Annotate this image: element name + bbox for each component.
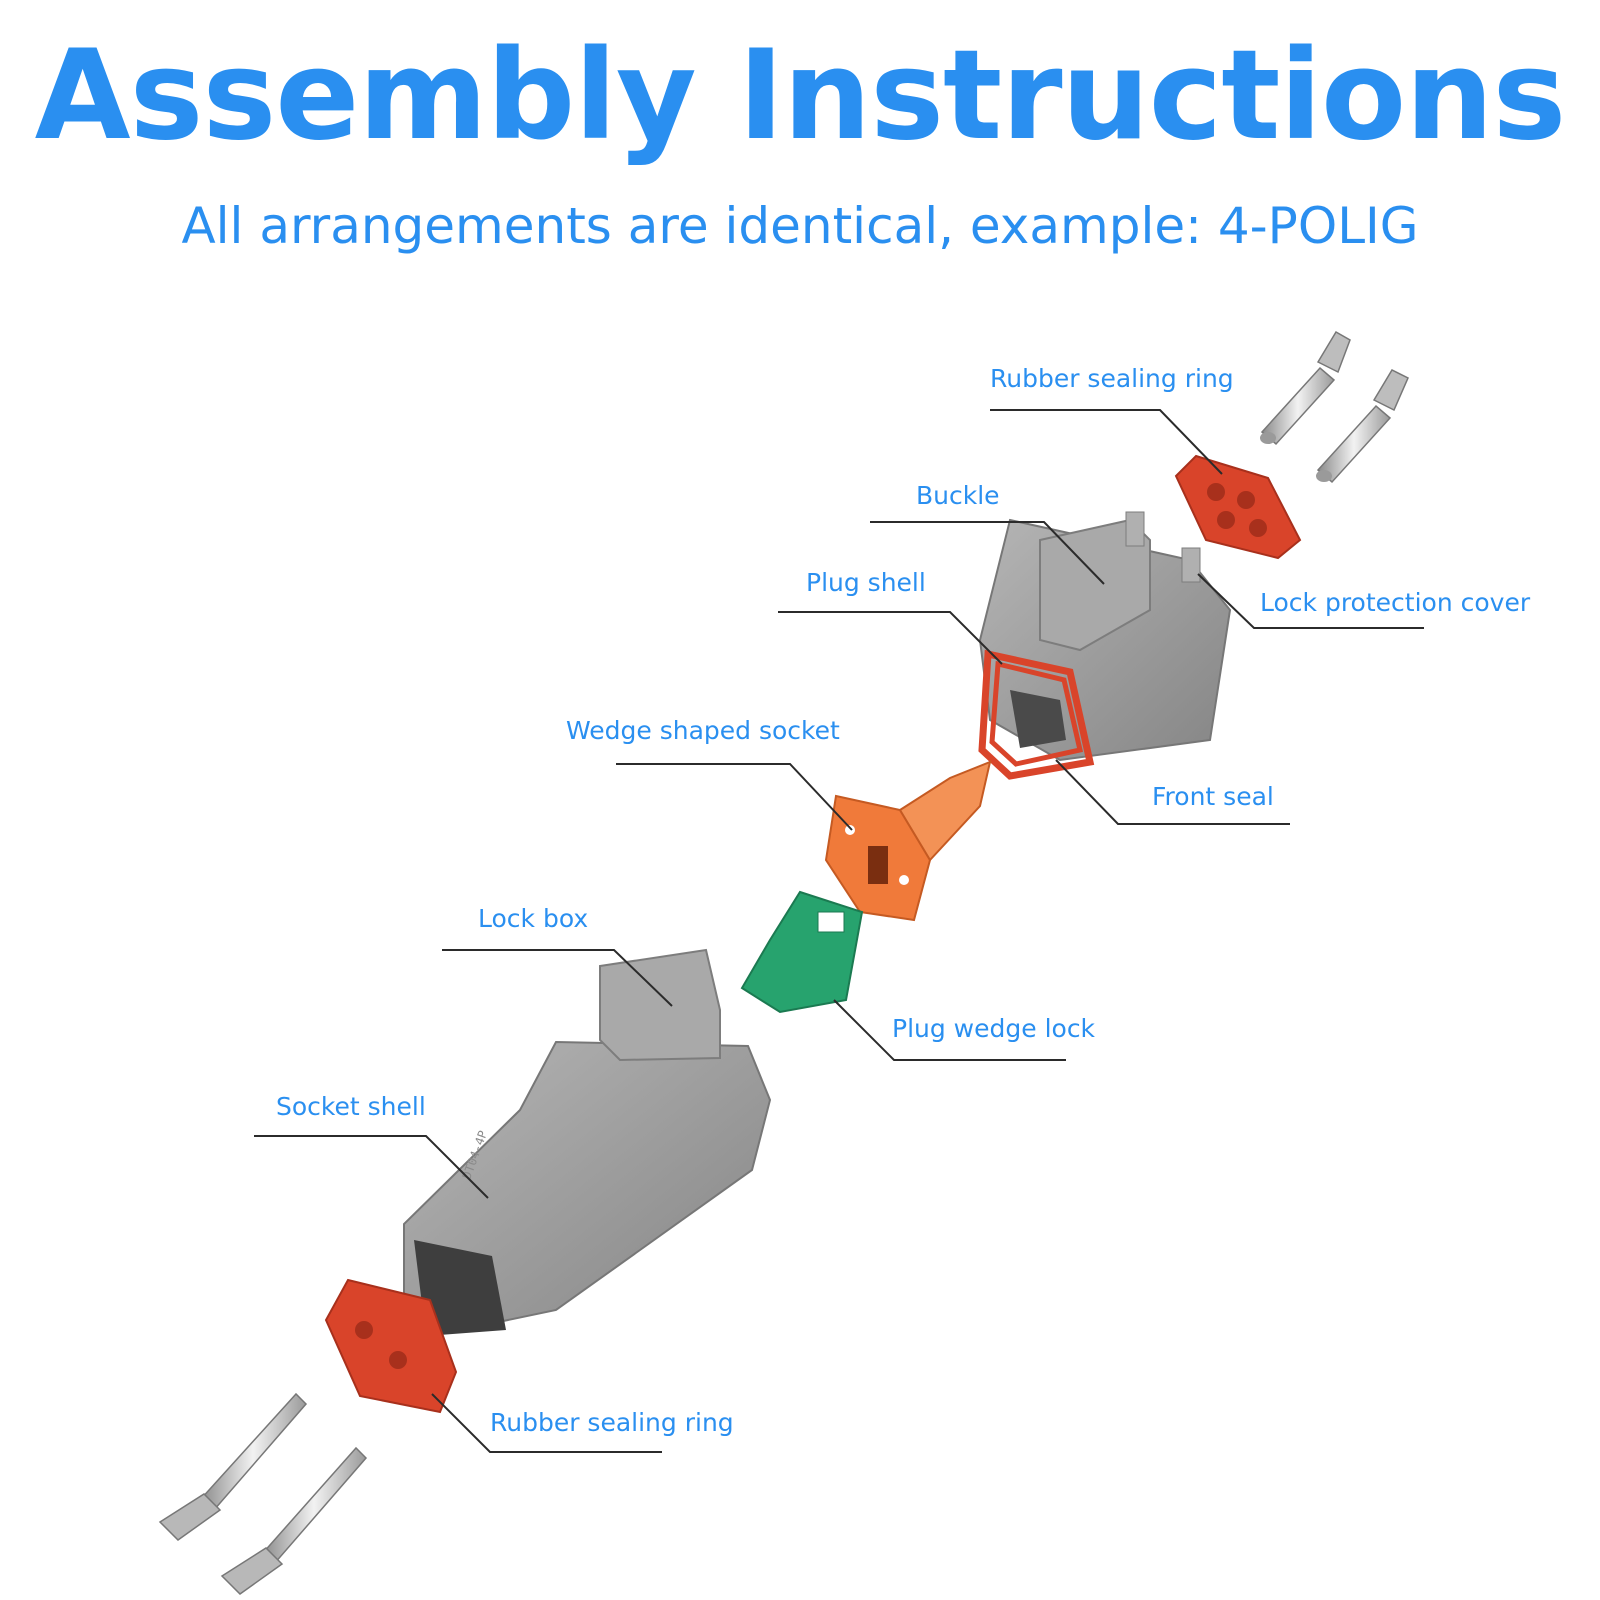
page-subtitle: All arrangements are identical, example:… [181,197,1419,255]
socket-shell-part: DT04-4P [403,948,772,1336]
leader-line-rubber-sealing-ring-top [990,409,1223,475]
leader-line-buckle [870,521,1105,585]
leader-line-plug-shell [778,611,1003,665]
leader-line-socket-shell [254,1135,489,1199]
pin-contact-top-2 [1316,369,1409,484]
label-front-seal: Front seal [1152,782,1274,811]
page-title: Assembly Instructions [34,24,1567,168]
rubber-sealing-ring-top-part [1174,454,1302,560]
leader-line-lock-box [442,949,673,1007]
leader-line-front-seal [1055,759,1290,825]
wedge-shaped-socket-part [824,760,992,922]
label-rubber-sealing-ring-bottom: Rubber sealing ring [490,1408,734,1437]
leader-line-plug-wedge-lock [833,999,1066,1061]
plug-shell-part [978,511,1232,780]
pin-contact-bottom-1 [158,1392,308,1541]
plug-wedge-lock-part [740,890,864,1014]
label-buckle: Buckle [916,481,1000,510]
label-lock-box: Lock box [478,904,589,933]
label-socket-shell: Socket shell [276,1092,426,1121]
leader-line-wedge-shaped-socket [616,763,853,831]
pin-contact-bottom-2 [220,1446,368,1595]
rubber-sealing-ring-bottom-part [324,1278,458,1414]
leader-line-rubber-sealing-ring-bottom [431,1393,662,1453]
label-plug-shell: Plug shell [806,568,926,597]
label-rubber-sealing-ring-top: Rubber sealing ring [990,364,1234,393]
label-plug-wedge-lock: Plug wedge lock [892,1014,1096,1043]
label-wedge-shaped-socket: Wedge shaped socket [566,716,840,745]
leader-line-lock-protection-cover [1197,573,1424,629]
label-lock-protection-cover: Lock protection cover [1260,588,1531,617]
pin-contact-top-1 [1260,330,1351,446]
